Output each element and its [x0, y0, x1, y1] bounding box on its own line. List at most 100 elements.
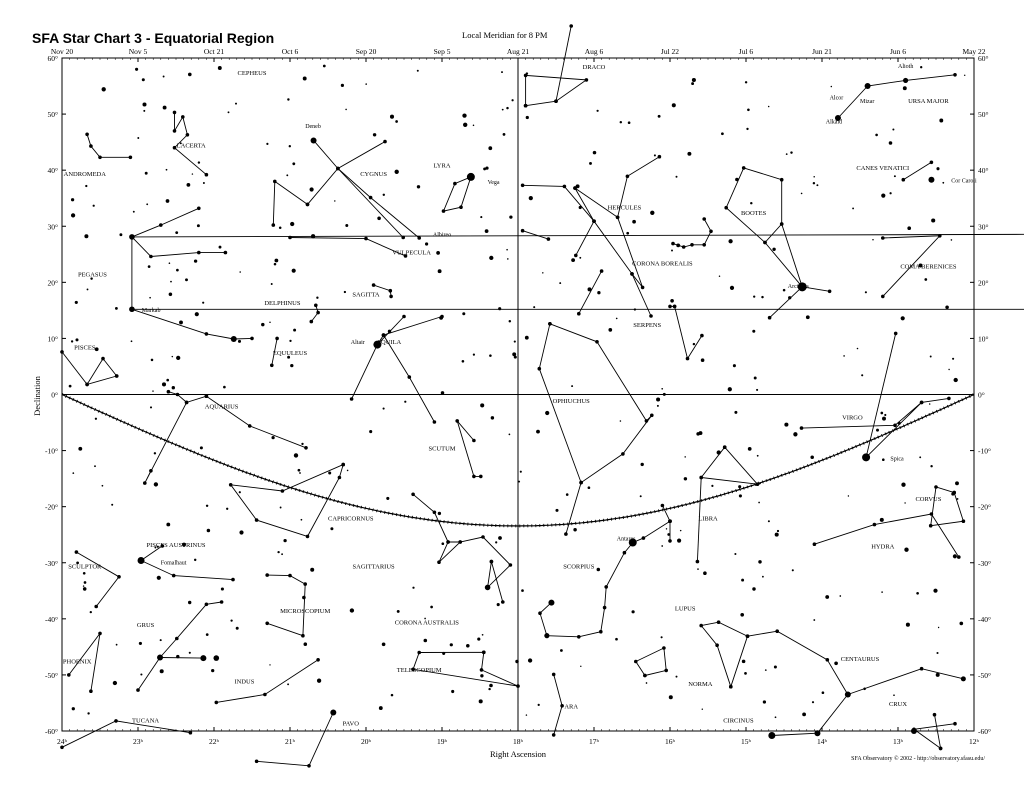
star	[892, 128, 895, 131]
figure-star	[265, 621, 270, 626]
chart-title: SFA Star Chart 3 - Equatorial Region	[32, 30, 275, 46]
constellation-figure	[661, 505, 671, 522]
figure-star	[836, 116, 840, 120]
star	[825, 595, 830, 599]
star	[571, 258, 576, 263]
figure-star	[311, 138, 316, 143]
star	[667, 533, 671, 536]
constellation-label: COMA BERENICES	[900, 263, 957, 270]
star	[390, 693, 394, 697]
date-label: Sep 20	[356, 47, 377, 56]
constellation-figure	[76, 551, 120, 607]
star	[619, 420, 622, 422]
star	[188, 600, 192, 605]
star	[750, 201, 753, 205]
constellation-figure	[140, 560, 234, 581]
figure-star	[516, 684, 520, 688]
star	[758, 560, 762, 564]
figure-star	[825, 658, 830, 662]
star	[270, 283, 273, 285]
figure-star	[440, 314, 444, 319]
star	[171, 355, 174, 358]
star	[202, 182, 205, 184]
star	[904, 547, 909, 552]
figure-star	[741, 166, 746, 170]
star	[94, 417, 98, 420]
ra-label: 17ʰ	[589, 737, 600, 746]
figure-star	[85, 132, 89, 137]
star	[132, 210, 135, 213]
star	[237, 339, 242, 343]
figure-star	[779, 222, 784, 226]
star	[289, 339, 292, 343]
star	[893, 175, 896, 178]
star	[168, 292, 173, 297]
star-name-label: Altair	[351, 340, 365, 346]
star	[287, 98, 290, 101]
figure-star	[695, 559, 700, 564]
star	[441, 542, 445, 546]
star	[687, 151, 692, 156]
figure-star	[546, 237, 551, 241]
star	[734, 410, 738, 414]
constellation-label: SAGITTA	[352, 291, 380, 298]
figure-star	[599, 269, 604, 273]
star	[94, 347, 99, 352]
star	[154, 546, 157, 549]
star	[238, 491, 241, 494]
star	[668, 695, 673, 700]
star	[767, 520, 770, 523]
figure-star	[228, 483, 233, 487]
dec-label-right: 60°	[978, 54, 989, 63]
constellation-figure	[313, 140, 404, 238]
date-label: Nov 20	[51, 47, 74, 56]
figure-star	[371, 283, 376, 287]
figure-star	[523, 103, 528, 108]
star	[596, 109, 599, 112]
star	[735, 177, 739, 182]
star	[311, 234, 316, 239]
star	[283, 538, 287, 543]
constellation-figure	[674, 306, 703, 360]
star	[345, 108, 347, 111]
star-name-label: Markab	[142, 308, 161, 314]
star	[619, 120, 623, 124]
constellation-figure	[456, 420, 481, 477]
figure-star	[458, 540, 463, 544]
star	[424, 617, 426, 620]
figure-star	[592, 219, 596, 223]
constellation-label: CORONA BOREALIS	[632, 261, 693, 268]
figure-star	[520, 228, 525, 233]
star	[291, 268, 296, 273]
star	[834, 661, 838, 666]
stars	[60, 24, 966, 768]
figure-star	[952, 490, 956, 495]
constellation-label: BOOTES	[741, 210, 767, 217]
star	[711, 484, 714, 487]
figure-star	[579, 480, 583, 485]
dec-label-left: -10°	[45, 447, 58, 456]
star	[861, 374, 864, 377]
constellation-label: CENTAURUS	[841, 656, 880, 663]
star	[700, 358, 705, 362]
star	[372, 133, 377, 137]
constellation-figure	[912, 723, 956, 749]
figure-star	[407, 375, 412, 379]
constellation-label: TELESCOPIUM	[397, 667, 442, 674]
star	[650, 210, 655, 215]
figure-star	[375, 342, 380, 347]
star	[235, 102, 237, 105]
figure-star	[314, 303, 318, 308]
star	[884, 413, 887, 417]
star	[115, 643, 118, 646]
star	[477, 637, 481, 641]
figure-star	[254, 759, 259, 764]
ra-label: 18ʰ	[513, 737, 524, 746]
star	[596, 567, 601, 572]
star	[382, 407, 385, 410]
figure-star	[437, 560, 441, 564]
star	[316, 296, 319, 299]
star	[738, 485, 742, 489]
star	[716, 450, 721, 455]
star	[525, 714, 528, 716]
